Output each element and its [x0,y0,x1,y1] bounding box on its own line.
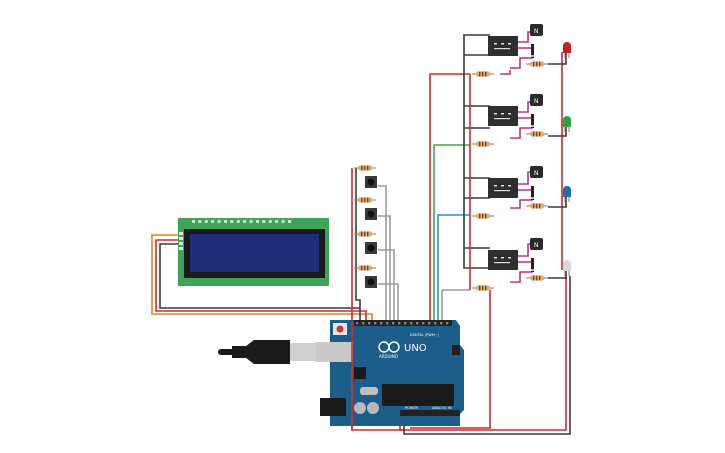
wire-button-dark-bus[interactable] [355,168,361,322]
wire-relay-dark-bus[interactable] [463,34,490,269]
button-2[interactable] [365,208,377,220]
wire-mag-r3b[interactable] [510,189,533,209]
wire-btn2[interactable] [378,215,391,322]
wire-led4[interactable] [548,270,567,279]
model-label: UNO [404,343,427,354]
relay-2[interactable] [488,106,518,126]
led-resistor-1[interactable] [526,61,548,67]
transistor-1[interactable]: N [530,24,543,36]
base-resistor-3[interactable] [472,213,494,219]
usb-cable-wire [218,349,234,355]
button-3[interactable] [365,242,377,254]
usb-port[interactable] [315,342,353,362]
pulldown-resistor-2[interactable] [354,197,376,203]
wire-board-overlay-red [351,322,402,431]
wire-btn3[interactable] [378,249,395,322]
base-resistor-1[interactable] [472,71,494,77]
wire-relay1-red[interactable] [429,73,470,322]
crystal [360,387,378,395]
transistor-2[interactable]: N [530,94,543,106]
led-resistor-2[interactable] [526,131,548,137]
lcd-module[interactable] [178,218,329,286]
wire-led3[interactable] [548,196,567,208]
relay-3[interactable] [488,178,518,198]
button-1[interactable] [365,176,377,188]
wire-lcd-red[interactable] [155,239,367,322]
reset-button-cap [336,325,344,333]
power-jack[interactable] [320,398,346,416]
power-label: POWER [405,406,419,410]
button-4[interactable] [365,276,377,288]
relay-4[interactable] [488,250,518,270]
led-red[interactable] [563,42,571,58]
transistor-label: N [534,242,539,249]
capacitor-1 [354,402,366,414]
base-resistor-2[interactable] [472,141,494,147]
digital-pins [356,322,449,325]
power-header [400,410,460,416]
wire-relay3-blue[interactable] [437,214,470,322]
wire-btn4[interactable] [378,283,399,322]
led-array [563,42,571,276]
wire-btn1[interactable] [378,185,387,322]
wire-mag-r4b[interactable] [510,261,533,283]
transistor-3[interactable]: N [530,166,543,178]
arduino-board[interactable]: UNO ARDUINO DIGITAL (PWM~) POWER ANALOG … [315,320,464,426]
diode-1[interactable] [531,44,534,58]
digital-label: DIGITAL (PWM~) [410,333,440,337]
pulldown-resistor-3[interactable] [354,231,376,237]
wire-led2[interactable] [548,126,567,137]
wire-relay4-gray[interactable] [441,289,470,322]
led-blue[interactable] [563,186,571,202]
led-green[interactable] [563,116,571,132]
usb-chip [354,367,366,379]
base-resistor-4[interactable] [472,285,494,291]
diode-4[interactable] [531,258,534,272]
transistor-label: N [534,98,539,105]
wire-mag-r2b[interactable] [510,117,533,139]
icsp-header [452,345,460,355]
led-resistor-4[interactable] [526,275,548,281]
wire-mag-r1b[interactable] [510,47,533,69]
capacitor-2 [367,402,379,414]
brand-label: ARDUINO [379,354,398,359]
wire-relay2-green[interactable] [433,144,470,322]
diode-3[interactable] [531,186,534,200]
usb-cable-icon[interactable] [218,340,316,364]
wire-relay4-red-down[interactable] [410,290,491,429]
usb-plug-metal [290,343,316,361]
pulldown-resistor-4[interactable] [354,265,376,271]
transistor-4[interactable]: N [530,238,543,250]
pulldown-resistor-1[interactable] [354,165,376,171]
diode-2[interactable] [531,114,534,128]
wire-lcd-dark[interactable] [159,243,360,309]
relay-array: N N N N [472,24,548,291]
wire-led1[interactable] [548,52,567,65]
digital-header [354,320,452,326]
led-resistor-3[interactable] [526,203,548,209]
lcd-screen [190,234,319,272]
analog-label: ANALOG IN [432,406,452,410]
lcd-pin-header [192,220,291,223]
led-white[interactable] [563,260,571,276]
usb-plug-body [246,340,290,364]
lcd-left-pins [179,232,183,250]
atmega-chip [382,384,454,406]
button-array [354,165,377,288]
arduino-logo-icon-2 [388,341,400,353]
usb-strain-relief [232,346,248,358]
relay-1[interactable] [488,36,518,56]
wire-lcd-orange[interactable] [151,234,373,322]
wire-mag-r1c[interactable] [500,70,511,75]
transistor-label: N [534,170,539,177]
transistor-label: N [534,28,539,35]
